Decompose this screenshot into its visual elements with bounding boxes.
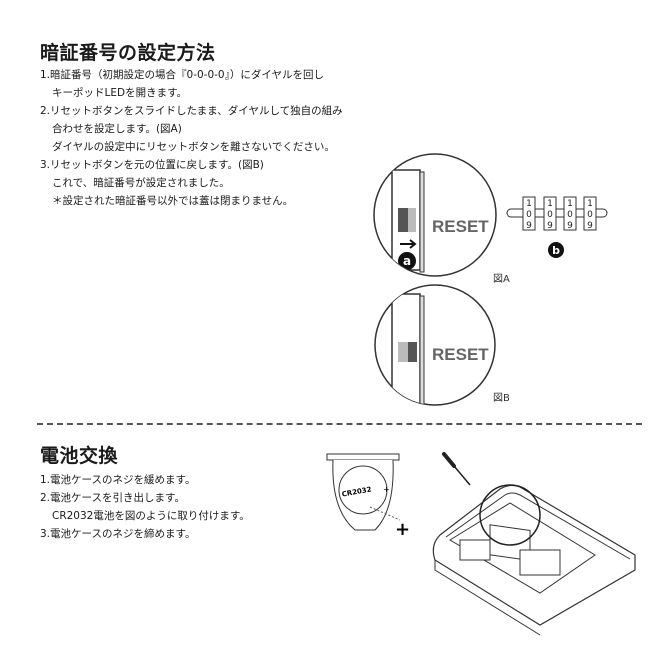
battery-plus: + [383, 485, 390, 494]
dial-digit: 0 [567, 210, 573, 220]
lock-box-illustration [432, 484, 636, 636]
dial-digit: 9 [587, 221, 593, 231]
instruction-line: CR2032電池を図のように取り付けます。 [52, 510, 250, 522]
figure-b-label: 図B [493, 393, 510, 404]
dial-digit: 0 [526, 210, 532, 220]
dial-digit: 1 [526, 199, 532, 209]
dial-digit: 1 [587, 199, 593, 209]
plus-sign: + [395, 519, 410, 540]
instruction-line: ダイヤルの設定中にリセットボタンを離さないでください。 [52, 141, 335, 153]
instruction-line: 1.暗証番号（初期設定の場合『0-0-0-0』）にダイヤルを回し [40, 69, 325, 81]
battery-holder-illustration: CR2032 + + [326, 453, 410, 540]
instruction-line: 2.電池ケースを引き出します。 [40, 492, 185, 504]
section-title-passcode: 暗証番号の設定方法 [40, 42, 216, 64]
dial-digit: 1 [567, 199, 573, 209]
instruction-line: 3.電池ケースのネジを締めます。 [40, 528, 196, 540]
figure-b-reset-slide: RESET [374, 284, 496, 406]
note-line: ＊設定された暗証番号以外では蓋は閉まりません。 [52, 195, 294, 207]
dial-digit: 9 [567, 221, 573, 231]
marker-b: b [552, 244, 560, 257]
marker-a: a [403, 254, 411, 268]
reset-label: RESET [432, 217, 489, 236]
reset-label: RESET [432, 345, 489, 364]
dial-digit: 0 [547, 210, 553, 220]
dial-digit: 9 [526, 221, 532, 231]
figure-a-label: 図A [493, 274, 510, 285]
instruction-line: 1.電池ケースのネジを緩めます。 [40, 474, 196, 486]
instruction-line: キーポッドLEDを開きます。 [52, 87, 188, 99]
figure-a-reset-slide: a RESET [373, 153, 497, 277]
instruction-line: 合わせを設定します。(図A) [52, 123, 182, 135]
instruction-line: 3.リセットボタンを元の位置に戻します。(図B) [40, 159, 264, 171]
section-title-battery: 電池交換 [40, 445, 119, 467]
dial-digit: 1 [547, 199, 553, 209]
combination-dials: 1 0 9 1 0 9 1 0 9 1 0 9 b [506, 196, 608, 258]
section-divider [37, 423, 642, 425]
dial-digit: 9 [547, 221, 553, 231]
instruction-line: これで、暗証番号が設定されました。 [52, 177, 230, 189]
instruction-line: 2.リセットボタンをスライドしたまま、ダイヤルして独自の組み [40, 105, 343, 117]
dial-digit: 0 [587, 210, 593, 220]
screwdriver-icon [442, 452, 471, 486]
